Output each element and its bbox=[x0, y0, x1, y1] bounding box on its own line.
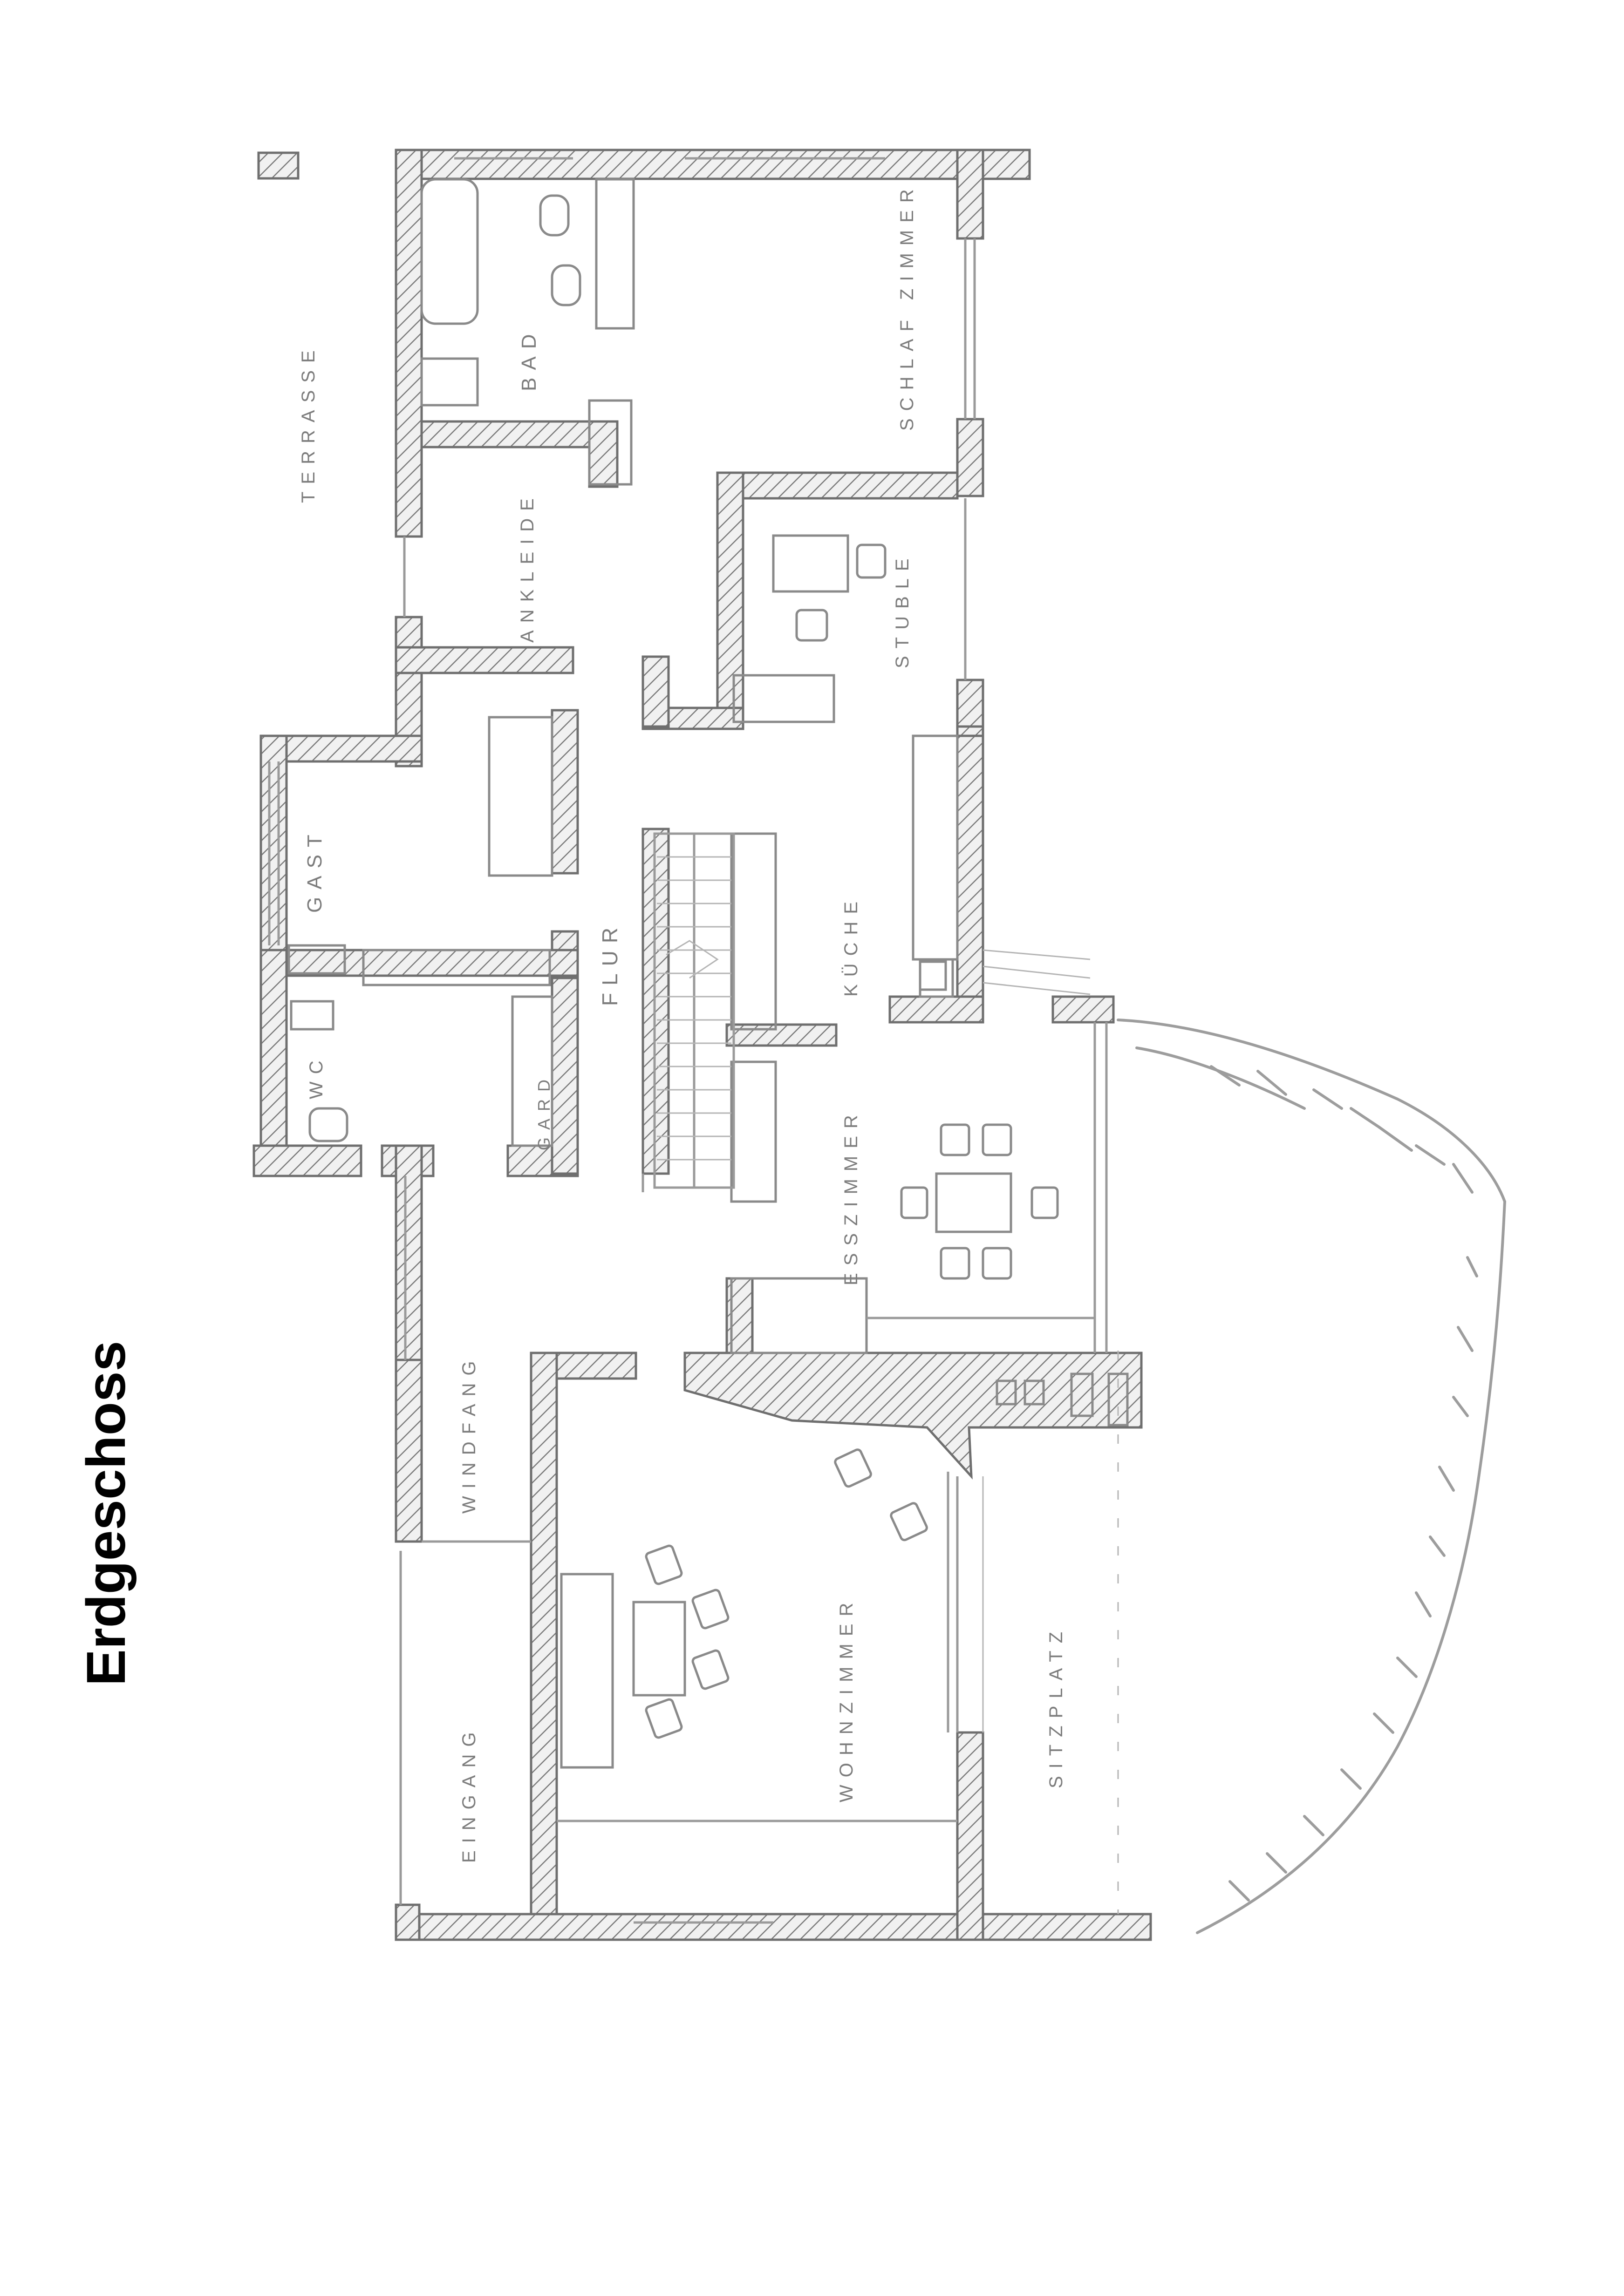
label-schlafzimmer: SCHLAF ZIMMER bbox=[897, 182, 917, 431]
label-gast: GAST bbox=[303, 827, 326, 913]
label-eingang: EINGANG bbox=[459, 1725, 479, 1863]
label-wohnzimmer: WOHNZIMMER bbox=[836, 1596, 857, 1802]
garden-sketch bbox=[1117, 1019, 1506, 1934]
label-wc: WC bbox=[306, 1053, 327, 1099]
furniture bbox=[287, 178, 1129, 1769]
label-terrasse: TERRASSE bbox=[298, 343, 319, 503]
label-stuble: STUBLE bbox=[892, 551, 913, 668]
label-bad: BAD bbox=[518, 327, 540, 391]
walls bbox=[252, 149, 1152, 1941]
wall-hatch-legend bbox=[257, 151, 300, 180]
room-labels: TERRASSE BAD SCHLAF ZIMMER ANKLEIDE STUB… bbox=[298, 182, 1066, 1863]
label-sitzplatz: SITZPLATZ bbox=[1046, 1624, 1066, 1788]
label-flur: FLUR bbox=[598, 920, 622, 1006]
label-kuche: KÜCHE bbox=[841, 894, 861, 997]
label-gard: GARD bbox=[534, 1072, 553, 1150]
label-windfang: WINDFANG bbox=[459, 1353, 479, 1514]
window-and-room-lines bbox=[268, 157, 1119, 1924]
label-ankleide: ANKLEIDE bbox=[517, 491, 538, 643]
staircase bbox=[653, 832, 735, 1189]
label-esszimmer: ESSZIMMER bbox=[841, 1107, 861, 1285]
